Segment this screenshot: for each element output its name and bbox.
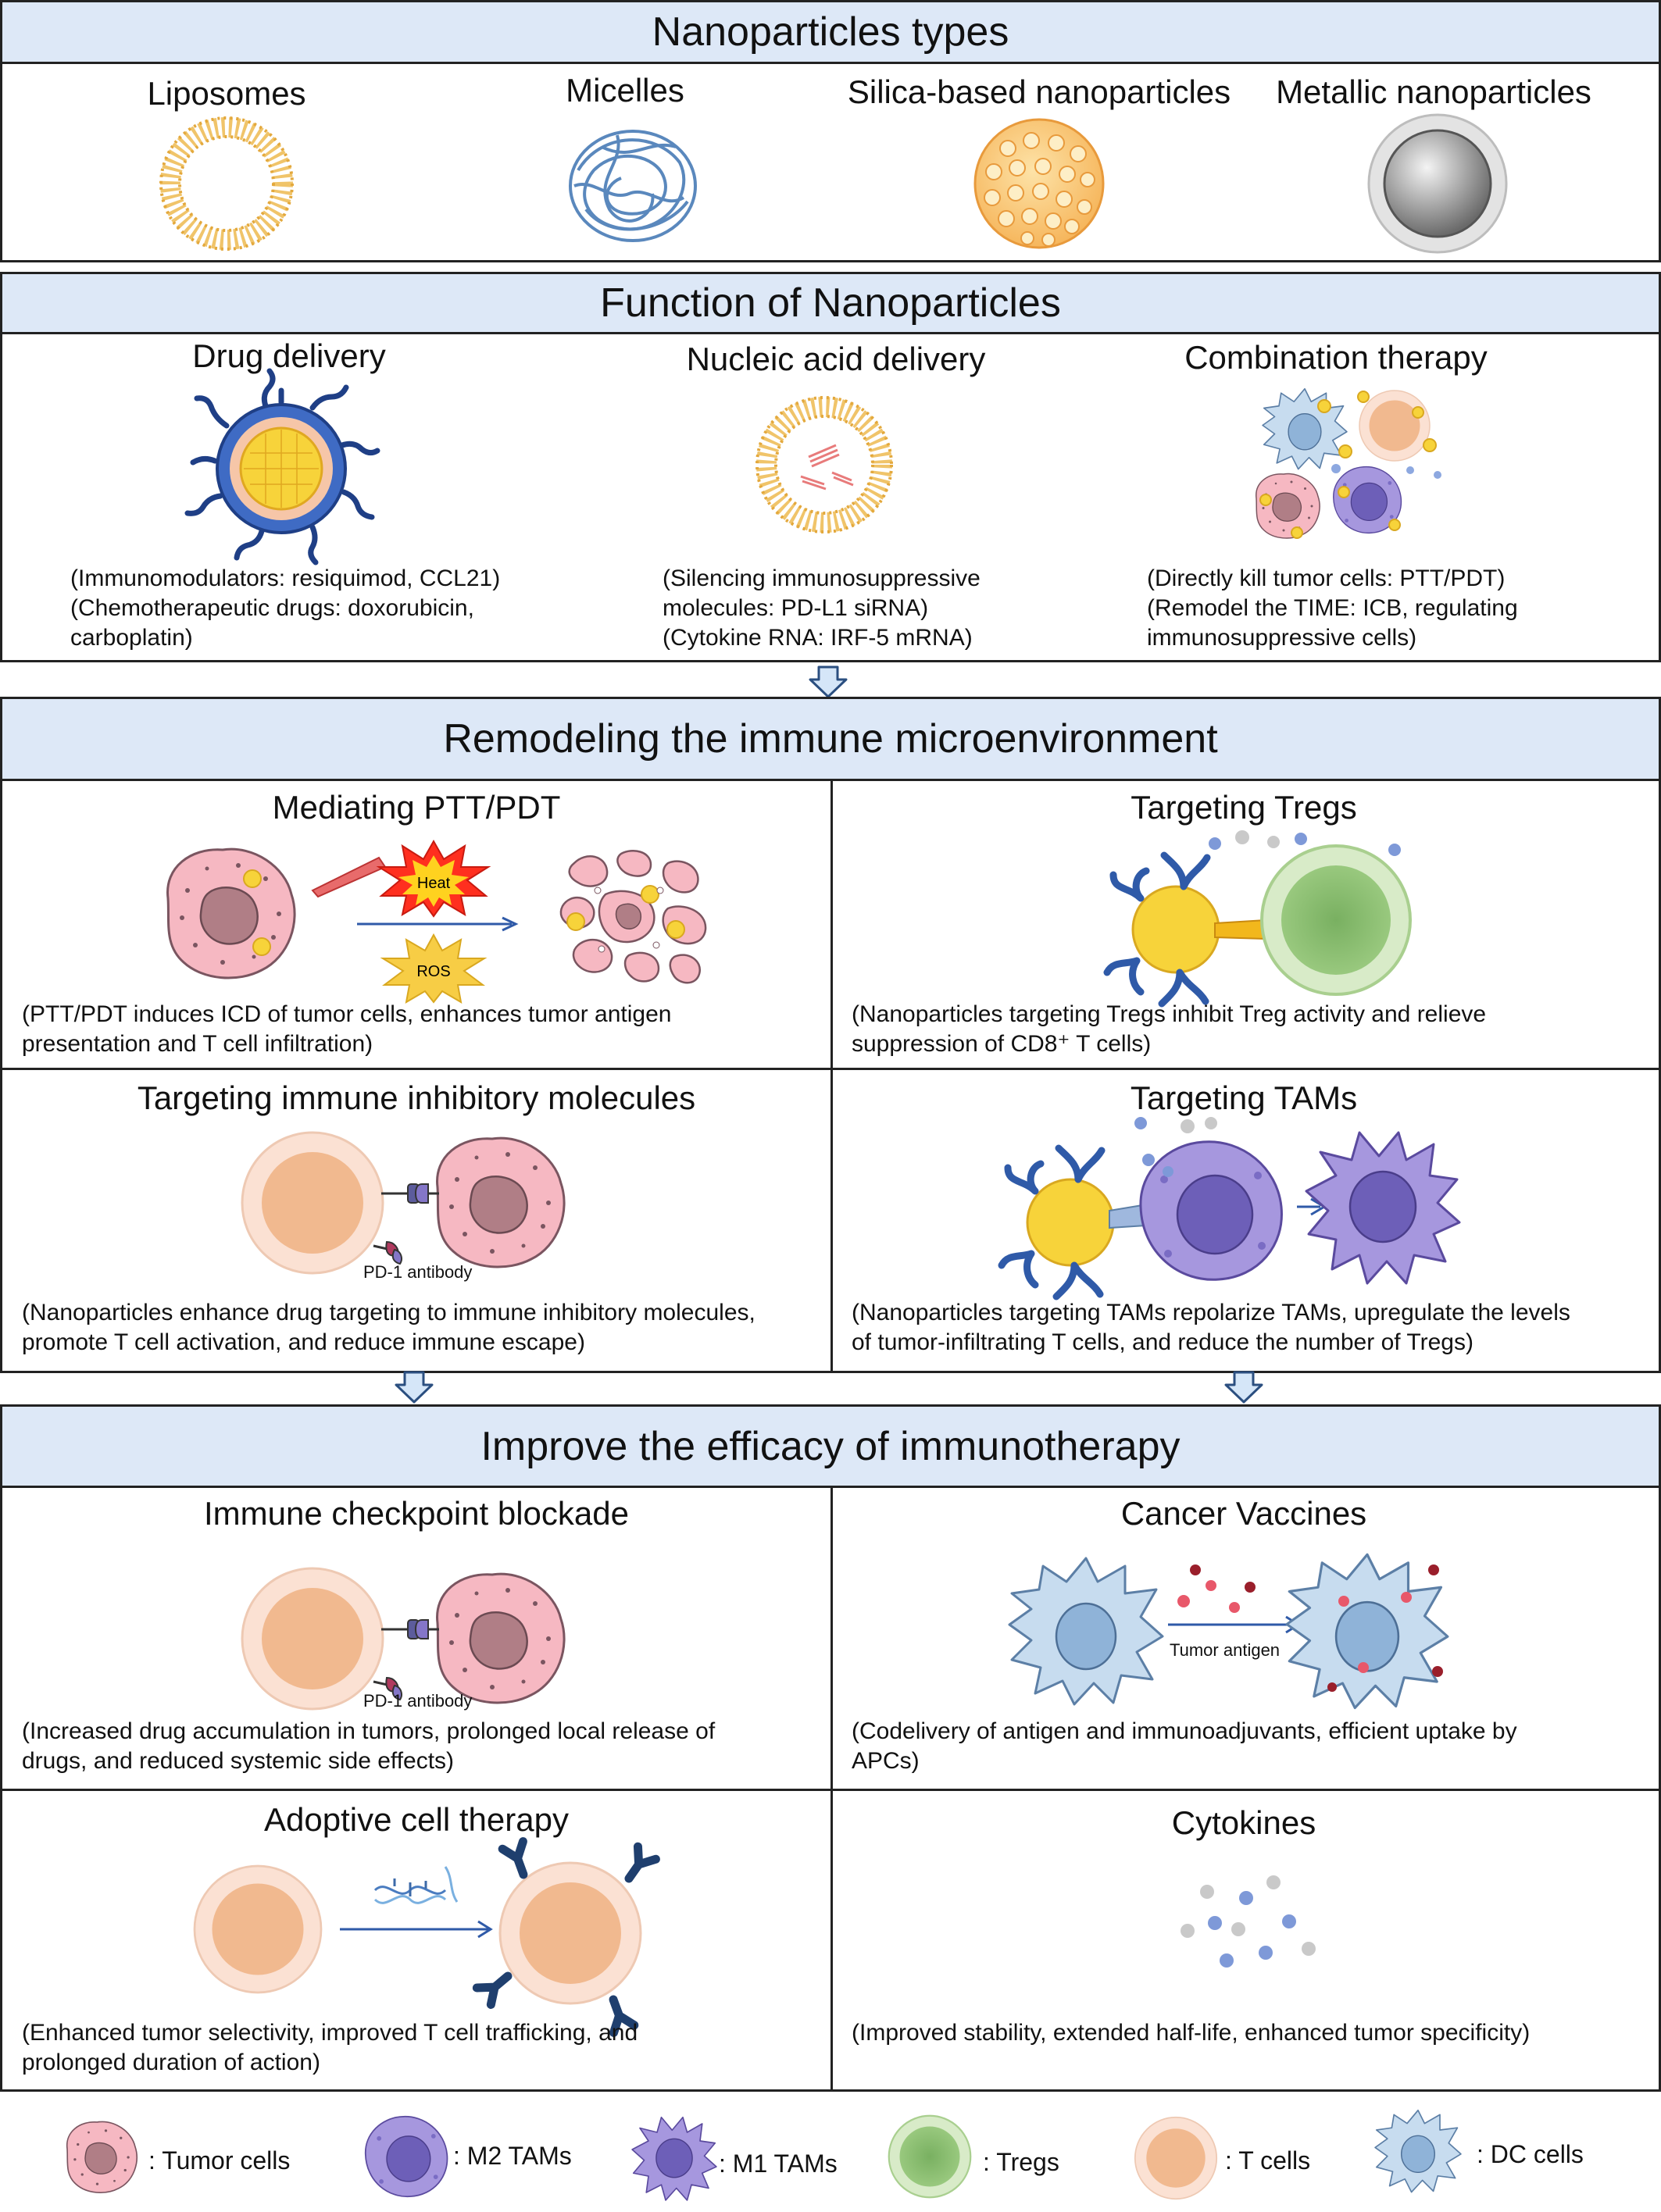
remodel-title-inhibitory: Targeting immune inhibitory molecules [137,1079,696,1116]
heat-label: Heat [417,875,451,892]
inhibitory-molecules-icon [241,1131,566,1275]
combination-therapy-icon [1256,387,1441,539]
flow-arrow-icon [395,1371,434,1404]
legend-tumor-label: : Tumor cells [148,2146,291,2175]
caption-line: suppression of CD8⁺ T cells) [852,1031,1152,1057]
legend-tcell-label: : T cells [1225,2146,1311,2175]
remodel-header: Remodeling the immune microenvironment [0,697,1661,781]
remodel-title-tregs: Targeting Tregs [1131,789,1357,826]
pd1-antibody-label-remodel: PD-1 antibody [363,1262,473,1282]
legend-m1-label: : M1 TAMs [719,2150,838,2178]
legend-tumor-icon [66,2121,138,2193]
efficacy-title: Improve the efficacy of immunotherapy [480,1423,1181,1469]
caption-line: (Codelivery of antigen and immunoadjuvan… [852,1718,1517,1744]
flow-arrow-icon [809,665,848,698]
efficacy-caption-cytokines: (Improved stability, extended half-life,… [852,2018,1530,2048]
caption-line: (Nanoparticles targeting TAMs repolarize… [852,1300,1570,1325]
cytokines-icon [1181,1875,1316,1968]
functions-header: Function of Nanoparticles [0,272,1661,334]
silica-icon [973,118,1105,249]
efficacy-caption-vaccines: (Codelivery of antigen and immunoadjuvan… [852,1717,1517,1776]
caption-line: drugs, and reduced systemic side effects… [22,1748,455,1774]
caption-line: (Enhanced tumor selectivity, improved T … [22,2020,638,2046]
caption-line: (Nanoparticles enhance drug targeting to… [22,1300,755,1325]
legend-dc-label: : DC cells [1477,2140,1584,2168]
caption-line: immunosuppressive cells) [1147,625,1417,651]
type-label-silica: Silica-based nanoparticles [847,73,1231,110]
vaccine-icon [1008,1553,1449,1710]
function-title-nucleic: Nucleic acid delivery [686,341,986,377]
drug-delivery-icon [184,368,380,565]
legend-m2-label: : M2 TAMs [453,2142,572,2170]
caption-line: (Immunomodulators: resiquimod, CCL21) [70,565,501,591]
efficacy-caption-act: (Enhanced tumor selectivity, improved T … [22,2018,638,2078]
liposome-icon [159,116,294,251]
efficacy-title-vaccines: Cancer Vaccines [1120,1495,1367,1532]
efficacy-caption-icb: (Increased drug accumulation in tumors, … [22,1717,715,1776]
caption-line: (Chemotherapeutic drugs: doxorubicin, [70,595,474,621]
pd1-antibody-label-icb: PD-1 antibody [363,1691,473,1711]
type-label-metallic: Metallic nanoparticles [1276,73,1591,110]
efficacy-header: Improve the efficacy of immunotherapy [0,1404,1661,1488]
legend-m1-icon [631,2116,717,2201]
efficacy-title-icb: Immune checkpoint blockade [204,1495,629,1532]
caption-line: promote T cell activation, and reduce im… [22,1329,585,1355]
adoptive-cell-therapy-icon [193,1843,672,2015]
metallic-icon [1367,113,1508,254]
micelle-icon [569,130,697,242]
remodel-title-tams: Targeting TAMs [1130,1079,1358,1116]
type-label-micelles: Micelles [566,72,684,109]
caption-line: (Cytokine RNA: IRF-5 mRNA) [663,625,973,651]
remodel-caption-tregs: (Nanoparticles targeting Tregs inhibit T… [852,1000,1486,1059]
efficacy-cell-cytokines [830,1789,1661,2092]
caption-line: carboplatin) [70,625,193,651]
icb-icon [241,1567,566,1711]
legend-tcell-icon [1134,2116,1218,2200]
caption-line: of tumor-infiltrating T cells, and reduc… [852,1329,1473,1355]
nucleic-delivery-icon [755,396,893,533]
function-title-drug: Drug delivery [192,337,386,374]
caption-line: molecules: PD-L1 siRNA) [663,595,929,621]
ros-burst-icon: ROS [380,933,488,1004]
type-label-liposomes: Liposomes [147,75,306,112]
remodel-caption-tams: (Nanoparticles targeting TAMs repolarize… [852,1298,1570,1358]
legend-m2-icon [364,2115,448,2198]
function-caption-drug: (Immunomodulators: resiquimod, CCL21) (C… [70,564,500,653]
treg-targeting-icon [1086,830,1412,1008]
caption-line: prolonged duration of action) [22,2050,320,2075]
ptt-tumor-cell-icon [166,847,296,979]
function-caption-combination: (Directly kill tumor cells: PTT/PDT) (Re… [1147,564,1518,653]
caption-line: (Remodel the TIME: ICB, regulating [1147,595,1518,621]
caption-line: (Increased drug accumulation in tumors, … [22,1718,716,1744]
tumor-antigen-label: Tumor antigen [1170,1640,1281,1660]
tam-repolarization-icon [1000,1117,1461,1297]
caption-line: (Nanoparticles targeting Tregs inhibit T… [852,1001,1487,1027]
ros-label: ROS [416,963,450,980]
dead-tumor-fragments-icon [559,850,707,984]
heat-burst-icon: Heat [376,839,491,918]
legend-dc-icon [1374,2109,1462,2193]
function-caption-nucleic: (Silencing immunosuppressive molecules: … [663,564,981,653]
caption-line: (Improved stability, extended half-life,… [852,2020,1531,2046]
remodel-caption-inhibitory: (Nanoparticles enhance drug targeting to… [22,1298,755,1358]
legend-box [0,2101,1661,2212]
remodel-title-ptt: Mediating PTT/PDT [272,789,561,826]
remodel-title: Remodeling the immune microenvironment [443,716,1218,762]
efficacy-title-cytokines: Cytokines [1171,1804,1316,1841]
caption-line: (PTT/PDT induces ICD of tumor cells, enh… [22,1001,672,1027]
caption-line: presentation and T cell infiltration) [22,1031,373,1057]
caption-line: (Silencing immunosuppressive [663,565,981,591]
ptt-arrow-icon [357,916,519,932]
efficacy-title-act: Adoptive cell therapy [264,1801,569,1838]
caption-line: (Directly kill tumor cells: PTT/PDT) [1147,565,1506,591]
function-title-combination: Combination therapy [1184,339,1488,376]
legend-treg-label: : Tregs [983,2148,1059,2176]
legend-treg-icon [888,2114,972,2199]
flow-arrow-icon [1224,1371,1263,1404]
caption-line: APCs) [852,1748,920,1774]
types-header: Nanoparticles types [0,0,1661,64]
functions-title: Function of Nanoparticles [600,280,1061,326]
remodel-caption-ptt: (PTT/PDT induces ICD of tumor cells, enh… [22,1000,671,1059]
types-title: Nanoparticles types [652,9,1009,55]
